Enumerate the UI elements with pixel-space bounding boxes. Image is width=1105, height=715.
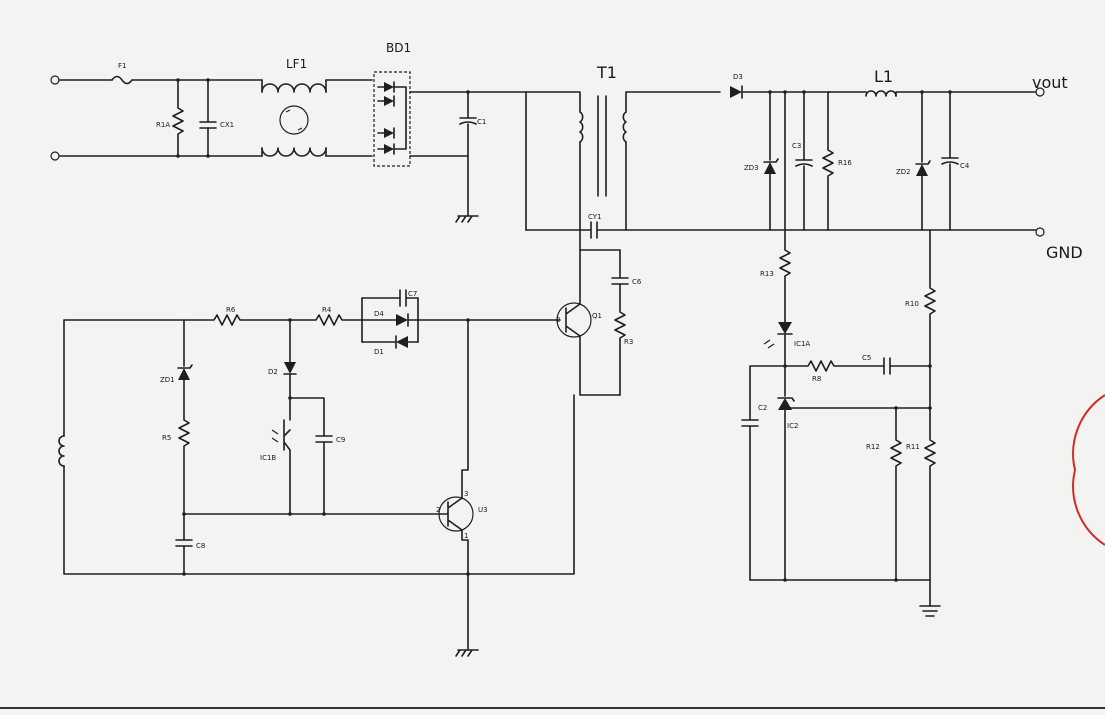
label-zd3: ZD3 — [744, 164, 759, 172]
ground-symbol-primary — [455, 649, 479, 657]
red-stamp — [1072, 394, 1105, 546]
label-d1: D1 — [374, 348, 384, 356]
label-u3: U3 — [478, 506, 488, 514]
label-ic1b: IC1B — [260, 454, 276, 462]
label-ic2: IC2 — [787, 422, 798, 430]
label-c2: C2 — [758, 404, 767, 412]
input-terminal-bottom — [50, 151, 60, 161]
label-r1a: R1A — [156, 121, 170, 129]
capacitor-cx1 — [199, 79, 217, 157]
label-d4: D4 — [374, 310, 384, 318]
label-bd1: BD1 — [386, 41, 411, 55]
label-vout: vout — [1032, 73, 1068, 92]
label-d3: D3 — [733, 73, 743, 81]
label-gnd: GND — [1046, 243, 1083, 262]
resistor-r1a — [172, 79, 184, 157]
label-r11: R11 — [906, 443, 920, 451]
ground-symbol — [919, 605, 941, 617]
label-c1: C1 — [477, 118, 486, 126]
label-lf1: LF1 — [286, 57, 307, 71]
label-r6: R6 — [226, 306, 236, 314]
label-r10: R10 — [905, 300, 919, 308]
label-r3: R3 — [624, 338, 633, 346]
label-r16: R16 — [838, 159, 852, 167]
fuse-f1 — [111, 75, 133, 85]
label-f1: F1 — [118, 62, 126, 70]
feedback-section: R13 IC1A R8 C5 R10 IC2 C2 R12 R11 — [741, 91, 941, 617]
label-r12: R12 — [866, 443, 880, 451]
pin-u3-2: 2 — [436, 506, 440, 514]
label-r4: R4 — [322, 306, 332, 314]
ac-input: F1 R1A CX1 — [50, 62, 263, 161]
label-r8: R8 — [812, 375, 821, 383]
label-c5: C5 — [862, 354, 871, 362]
output-stage: D3 ZD3 C3 R16 L1 vout ZD2 C4 GND — [730, 67, 1083, 262]
label-l1: L1 — [874, 67, 893, 86]
label-c3: C3 — [792, 142, 801, 150]
label-c4: C4 — [960, 162, 970, 170]
label-zd2: ZD2 — [896, 168, 911, 176]
choke-lf1: LF1 — [261, 57, 373, 157]
bridge-bd1: BD1 — [373, 41, 469, 167]
capacitor-c1: C1 — [455, 90, 527, 231]
label-q1: Q1 — [592, 312, 602, 320]
label-ic1a: IC1A — [794, 340, 810, 348]
label-zd1: ZD1 — [160, 376, 175, 384]
label-cy1: CY1 — [588, 213, 602, 221]
gnd-terminal — [1035, 227, 1045, 237]
capacitor-cy1: CY1 — [579, 213, 1037, 239]
label-r13: R13 — [760, 270, 774, 278]
vout-terminal — [1035, 87, 1045, 97]
label-c6: C6 — [632, 278, 642, 286]
pin-u3-3: 3 — [464, 490, 468, 498]
input-terminal-top — [50, 75, 60, 85]
label-d2: D2 — [268, 368, 278, 376]
label-cx1: CX1 — [220, 121, 234, 129]
label-c8: C8 — [196, 542, 205, 550]
label-c7: C7 — [408, 290, 417, 298]
label-t1: T1 — [596, 63, 617, 82]
pin-u3-1: 1 — [464, 532, 468, 540]
label-c9: C9 — [336, 436, 345, 444]
label-r5: R5 — [162, 434, 171, 442]
primary-control: Q1 2 C6 R3 R6 R4 C7 D4 D1 ZD1 R5 C8 — [58, 229, 642, 657]
transformer-t1: T1 — [525, 63, 721, 231]
